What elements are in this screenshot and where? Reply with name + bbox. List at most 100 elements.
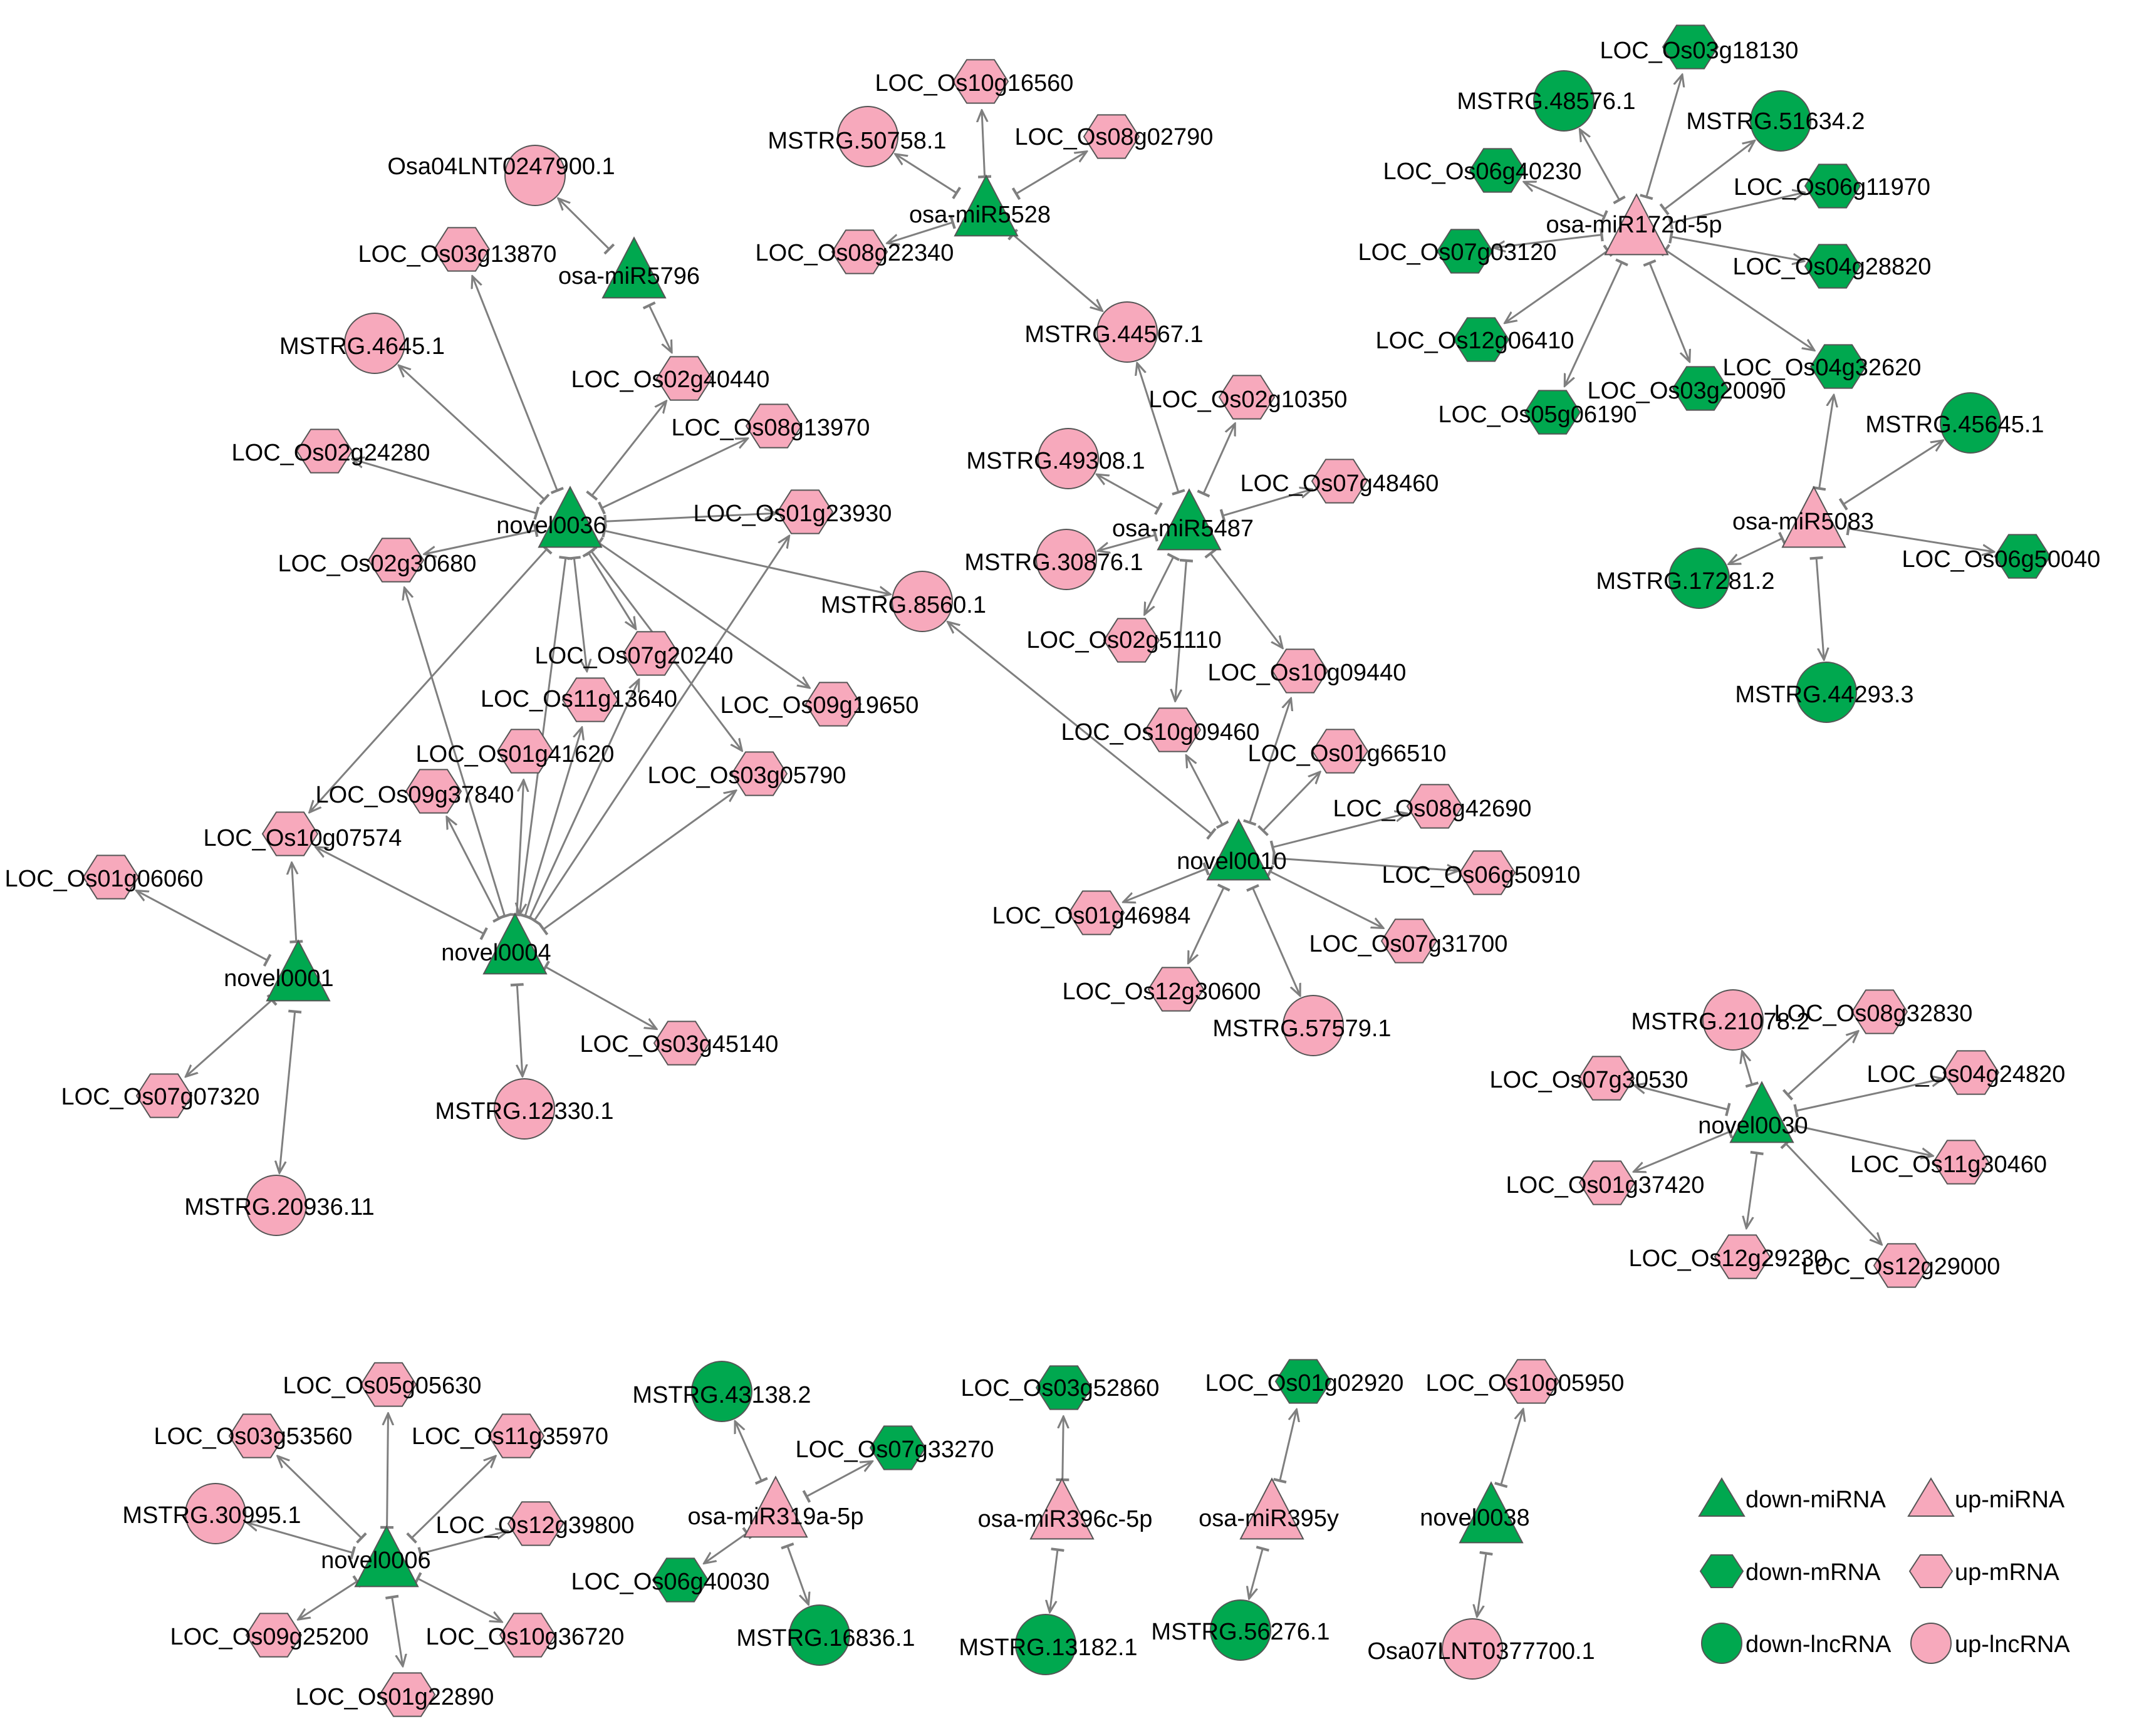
node-osa-mir319a-5p[interactable]: osa-miR319a-5p (688, 1475, 864, 1538)
node-osa-mir5083[interactable]: osa-miR5083 (1732, 486, 1874, 548)
node-mstrg-12330-1[interactable]: MSTRG.12330.1 (435, 1078, 614, 1140)
node-loc-os08g32830[interactable]: LOC_Os08g32830 (1774, 989, 1973, 1034)
node-loc-os02g30680[interactable]: LOC_Os02g30680 (278, 538, 477, 583)
node-osa-mir396c-5p[interactable]: osa-miR396c-5p (978, 1477, 1153, 1540)
node-label: LOC_Os05g06190 (1439, 402, 1637, 428)
node-mstrg-44293-3[interactable]: MSTRG.44293.3 (1735, 662, 1914, 723)
edge-novel0004-to-loc-os01g23930 (534, 536, 789, 920)
node-loc-os08g02790[interactable]: LOC_Os08g02790 (1015, 114, 1214, 159)
node-loc-os01g37420[interactable]: LOC_Os01g37420 (1506, 1160, 1705, 1205)
node-osa-mir5487[interactable]: osa-miR5487 (1112, 488, 1254, 551)
node-loc-os06g40030[interactable]: LOC_Os06g40030 (571, 1557, 770, 1603)
node-osa-mir5796[interactable]: osa-miR5796 (558, 236, 700, 299)
node-loc-os10g09440[interactable]: LOC_Os10g09440 (1208, 648, 1407, 694)
node-loc-os12g06410[interactable]: LOC_Os12g06410 (1376, 317, 1574, 362)
node-loc-os08g22340[interactable]: LOC_Os08g22340 (756, 229, 954, 274)
node-loc-os07g03120[interactable]: LOC_Os07g03120 (1358, 229, 1557, 274)
node-loc-os03g52860[interactable]: LOC_Os03g52860 (961, 1365, 1160, 1410)
node-loc-os03g53560[interactable]: LOC_Os03g53560 (154, 1413, 353, 1458)
node-loc-os09g25200[interactable]: LOC_Os09g25200 (170, 1613, 369, 1658)
node-loc-os04g24820[interactable]: LOC_Os04g24820 (1867, 1050, 2066, 1095)
node-loc-os02g10350[interactable]: LOC_Os02g10350 (1149, 375, 1348, 420)
node-mstrg-45645-1[interactable]: MSTRG.45645.1 (1865, 392, 2044, 454)
node-loc-os11g35970[interactable]: LOC_Os11g35970 (412, 1413, 608, 1458)
node-novel0038[interactable]: novel0038 (1420, 1481, 1530, 1544)
node-osa-mir395y[interactable]: osa-miR395y (1199, 1477, 1339, 1540)
node-novel0010[interactable]: novel0010 (1177, 818, 1287, 881)
node-loc-os03g13870[interactable]: LOC_Os03g13870 (358, 227, 557, 272)
node-loc-os07g48460[interactable]: LOC_Os07g48460 (1241, 459, 1439, 504)
node-loc-os05g05630[interactable]: LOC_Os05g05630 (283, 1362, 482, 1407)
node-mstrg-56276-1[interactable]: MSTRG.56276.1 (1151, 1599, 1330, 1661)
node-loc-os02g24280[interactable]: LOC_Os02g24280 (232, 429, 430, 474)
node-mstrg-48576-1[interactable]: MSTRG.48576.1 (1457, 70, 1636, 132)
node-loc-os09g19650[interactable]: LOC_Os09g19650 (721, 682, 919, 727)
node-novel0001[interactable]: novel0001 (224, 939, 334, 1002)
node-loc-os09g37840[interactable]: LOC_Os09g37840 (316, 769, 514, 814)
node-loc-os12g30600[interactable]: LOC_Os12g30600 (1063, 967, 1261, 1012)
node-mstrg-44567-1[interactable]: MSTRG.44567.1 (1024, 301, 1204, 363)
node-loc-os07g33270[interactable]: LOC_Os07g33270 (796, 1425, 994, 1470)
node-mstrg-49308-1[interactable]: MSTRG.49308.1 (966, 428, 1145, 489)
node-loc-os07g07320[interactable]: LOC_Os07g07320 (61, 1073, 260, 1118)
node-loc-os03g18130[interactable]: LOC_Os03g18130 (1600, 24, 1799, 70)
node-loc-os02g40440[interactable]: LOC_Os02g40440 (571, 356, 770, 401)
node-loc-os02g51110[interactable]: LOC_Os02g51110 (1026, 618, 1222, 663)
edge-osa-mir5528-to-loc-os10g16560 (982, 110, 985, 177)
node-mstrg-43138-2[interactable]: MSTRG.43138.2 (632, 1361, 811, 1422)
node-loc-os07g31700[interactable]: LOC_Os07g31700 (1309, 918, 1508, 964)
node-loc-os01g41620[interactable]: LOC_Os01g41620 (416, 729, 615, 774)
node-mstrg-17281-2[interactable]: MSTRG.17281.2 (1596, 548, 1775, 609)
node-loc-os01g46984[interactable]: LOC_Os01g46984 (992, 890, 1191, 935)
node-loc-os08g42690[interactable]: LOC_Os08g42690 (1333, 784, 1532, 829)
node-loc-os05g06190[interactable]: LOC_Os05g06190 (1439, 390, 1637, 435)
node-osa-mir172d-5p[interactable]: osa-miR172d-5p (1546, 193, 1722, 256)
node-mstrg-16836-1[interactable]: MSTRG.16836.1 (736, 1604, 915, 1666)
node-mstrg-57579-1[interactable]: MSTRG.57579.1 (1212, 995, 1392, 1056)
node-mstrg-30876-1[interactable]: MSTRG.30876.1 (964, 529, 1143, 590)
node-loc-os11g13640[interactable]: LOC_Os11g13640 (481, 677, 677, 722)
node-osa04lnt0247900-1[interactable]: Osa04LNT0247900.1 (387, 145, 615, 206)
node-loc-os06g50910[interactable]: LOC_Os06g50910 (1382, 850, 1581, 895)
node-loc-os10g05950[interactable]: LOC_Os10g05950 (1426, 1359, 1625, 1404)
node-loc-os10g07574[interactable]: LOC_Os10g07574 (204, 811, 402, 856)
node-novel0030[interactable]: novel0030 (1698, 1081, 1808, 1143)
node-loc-os01g06060[interactable]: LOC_Os01g06060 (5, 855, 204, 900)
node-loc-os10g16560[interactable]: LOC_Os10g16560 (875, 59, 1074, 104)
node-loc-os03g45140[interactable]: LOC_Os03g45140 (580, 1021, 779, 1066)
node-loc-os12g39800[interactable]: LOC_Os12g39800 (436, 1501, 635, 1546)
node-loc-os04g28820[interactable]: LOC_Os04g28820 (1733, 244, 1932, 289)
node-loc-os01g22890[interactable]: LOC_Os01g22890 (296, 1672, 494, 1717)
node-loc-os06g40230[interactable]: LOC_Os06g40230 (1383, 148, 1582, 193)
node-loc-os01g23930[interactable]: LOC_Os01g23930 (694, 489, 892, 534)
node-loc-os12g29000[interactable]: LOC_Os12g29000 (1802, 1243, 2001, 1288)
node-mstrg-30995-1[interactable]: MSTRG.30995.1 (122, 1483, 301, 1544)
node-mstrg-13182-1[interactable]: MSTRG.13182.1 (959, 1614, 1138, 1675)
node-loc-os08g13970[interactable]: LOC_Os08g13970 (672, 403, 870, 449)
node-loc-os03g20090[interactable]: LOC_Os03g20090 (1588, 366, 1786, 411)
node-loc-os12g29230[interactable]: LOC_Os12g29230 (1629, 1234, 1828, 1279)
node-mstrg-4645-1[interactable]: MSTRG.4645.1 (279, 313, 445, 374)
node-loc-os07g20240[interactable]: LOC_Os07g20240 (535, 631, 734, 676)
node-loc-os06g50040[interactable]: LOC_Os06g50040 (1902, 534, 2101, 579)
node-loc-os03g05790[interactable]: LOC_Os03g05790 (648, 751, 846, 796)
node-loc-os01g66510[interactable]: LOC_Os01g66510 (1248, 729, 1447, 774)
node-loc-os07g30530[interactable]: LOC_Os07g30530 (1490, 1056, 1689, 1101)
node-osa-mir5528[interactable]: osa-miR5528 (909, 174, 1051, 237)
node-loc-os10g36720[interactable]: LOC_Os10g36720 (426, 1613, 625, 1658)
node-loc-os04g32620[interactable]: LOC_Os04g32620 (1723, 344, 1922, 389)
node-osa07lnt0377700-1[interactable]: Osa07LNT0377700.1 (1367, 1618, 1595, 1680)
node-novel0006[interactable]: novel0006 (321, 1525, 431, 1588)
node-label: LOC_Os02g40440 (571, 366, 770, 393)
node-novel0036[interactable]: novel0036 (496, 486, 606, 548)
node-loc-os01g02920[interactable]: LOC_Os01g02920 (1205, 1359, 1404, 1404)
node-loc-os11g30460[interactable]: LOC_Os11g30460 (1850, 1140, 2047, 1185)
node-mstrg-8560-1[interactable]: MSTRG.8560.1 (821, 571, 986, 632)
node-mstrg-51634-2[interactable]: MSTRG.51634.2 (1686, 90, 1865, 152)
node-mstrg-21078-2[interactable]: MSTRG.21078.2 (1631, 989, 1810, 1051)
node-novel0004[interactable]: novel0004 (441, 912, 551, 975)
node-mstrg-20936-11[interactable]: MSTRG.20936.11 (184, 1175, 375, 1236)
node-loc-os10g09460[interactable]: LOC_Os10g09460 (1061, 707, 1260, 752)
node-loc-os06g11970[interactable]: LOC_Os06g11970 (1734, 164, 1930, 209)
node-mstrg-50758-1[interactable]: MSTRG.50758.1 (768, 106, 947, 167)
